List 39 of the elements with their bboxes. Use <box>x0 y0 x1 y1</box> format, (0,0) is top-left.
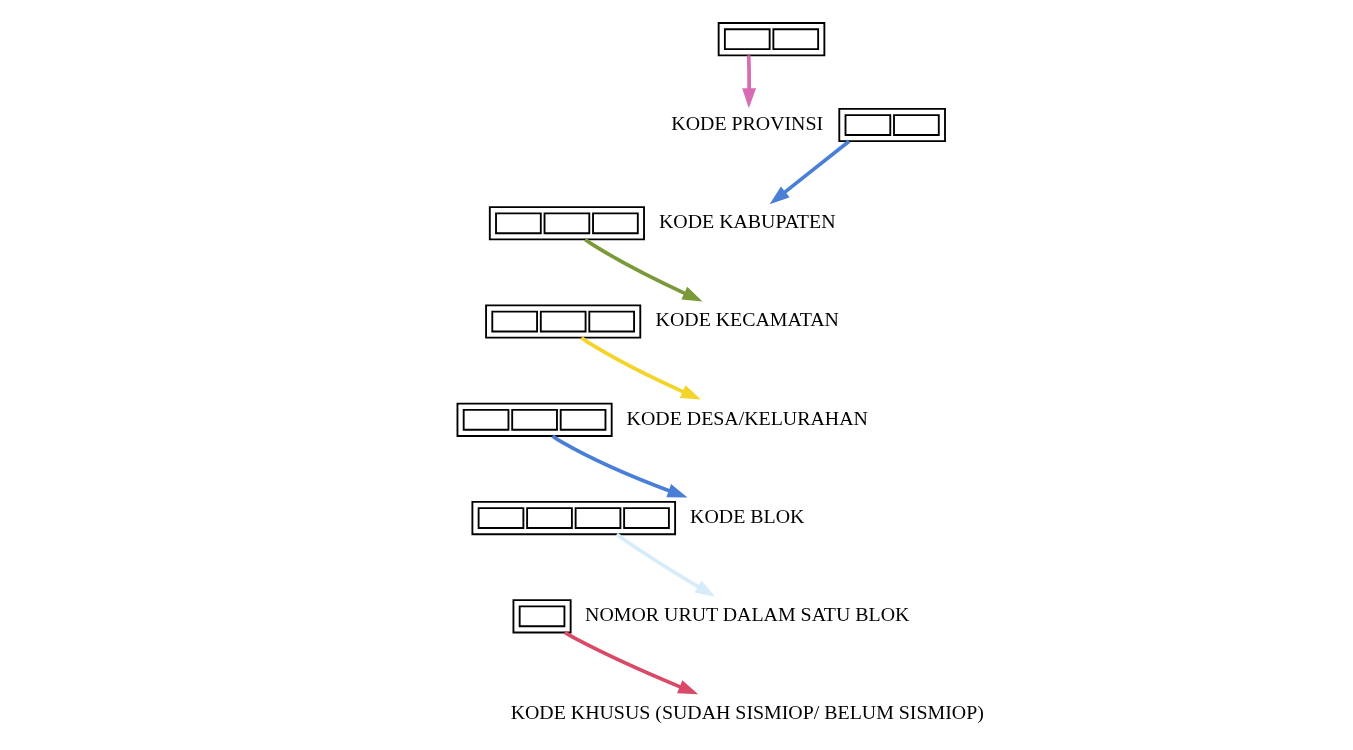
node-box <box>844 114 892 136</box>
node-box <box>588 310 635 333</box>
node-box <box>723 28 771 51</box>
node-text: KODE BLOK <box>690 504 805 527</box>
arrow <box>580 336 701 400</box>
node-box <box>772 28 820 51</box>
node-text: KODE KHUSUS (SUDAH SISMIOP/ BELUM SISMIOP) <box>510 701 984 724</box>
node-box <box>495 212 542 235</box>
arrow <box>615 532 716 597</box>
node-text: KODE DESA/KELURAHAN <box>626 406 868 429</box>
node-text: KODE KABUPATEN <box>659 209 836 232</box>
node-box <box>518 605 566 628</box>
node-box <box>893 114 940 136</box>
cluster <box>717 22 826 57</box>
cluster <box>471 500 677 536</box>
arrow <box>584 237 703 302</box>
node-box <box>592 212 639 235</box>
node-text: NOMOR URUT DALAM SATU BLOK <box>585 603 910 626</box>
cluster <box>485 304 642 339</box>
node-box <box>559 408 607 431</box>
node-box <box>543 212 591 235</box>
node-box <box>574 507 622 529</box>
cluster <box>512 599 572 634</box>
arrow <box>742 55 757 109</box>
node-box <box>623 507 670 529</box>
node-box <box>491 310 538 333</box>
cluster <box>838 107 946 143</box>
node-box <box>462 408 510 431</box>
node-text: KODE KECAMATAN <box>655 308 839 331</box>
arrow <box>769 139 851 205</box>
cluster <box>488 206 645 241</box>
node-box <box>539 310 587 333</box>
cluster <box>456 402 613 437</box>
node-box <box>477 507 525 529</box>
arrow <box>551 434 688 498</box>
node-text: KODE PROVINSI <box>671 111 824 134</box>
node-box <box>526 507 573 529</box>
arrow <box>563 630 699 695</box>
node-box <box>511 408 558 431</box>
